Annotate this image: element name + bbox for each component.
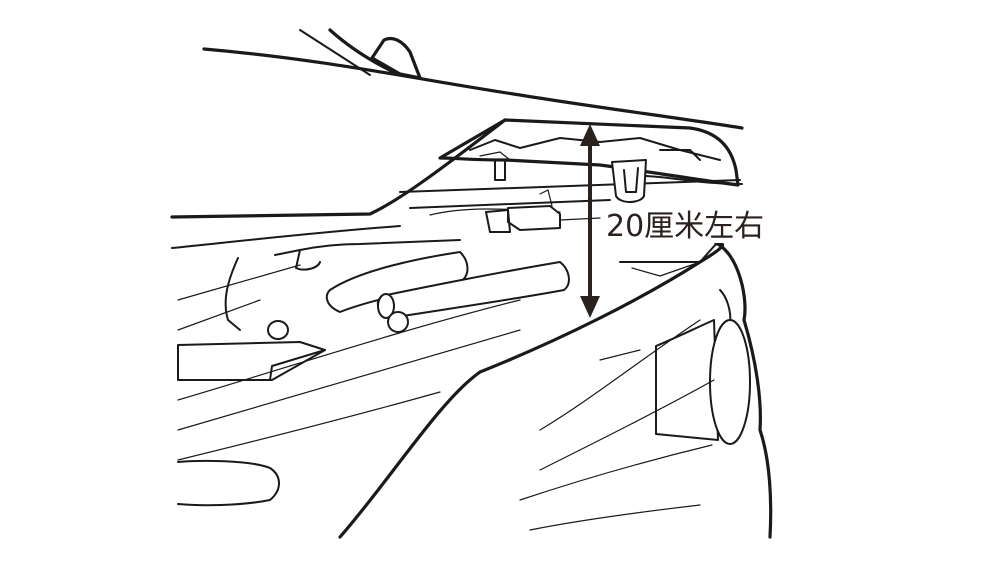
arrow-head-up: [580, 124, 600, 146]
lower-left-vent: [177, 459, 280, 507]
tail-light-area: [519, 242, 773, 539]
dimension-label: 20厘米左右: [606, 209, 764, 244]
left-body-line: [170, 118, 507, 331]
rear-bumper: [177, 242, 724, 539]
rear-window: [202, 28, 744, 130]
dimension-arrow: [580, 124, 600, 318]
trunk-interior: [177, 159, 743, 381]
arrow-head-down: [580, 296, 600, 318]
